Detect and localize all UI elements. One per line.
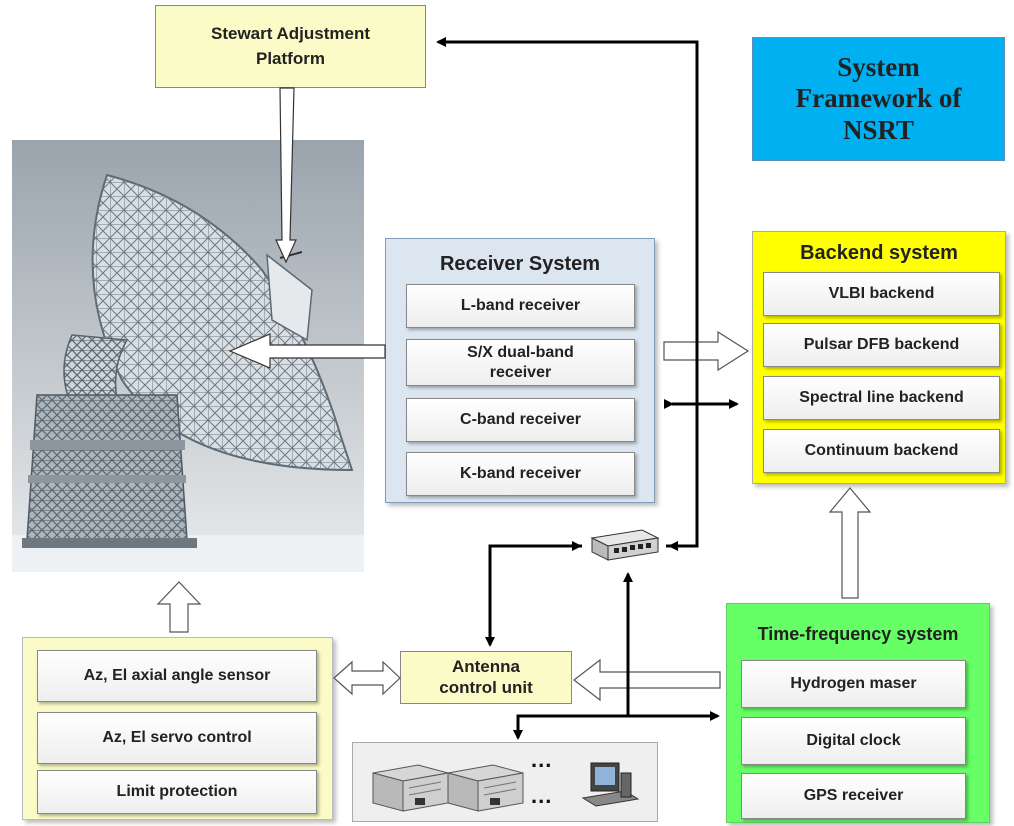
time-frequency-panel: Time-frequency system Hydrogen maser Dig… (726, 603, 990, 823)
limit-protection-label: Limit protection (116, 783, 238, 801)
axial-angle-sensor: Az, El axial angle sensor (37, 650, 317, 702)
acu-line-2: control unit (439, 677, 533, 697)
limit-protection: Limit protection (37, 770, 317, 814)
network-switch-icon (584, 526, 664, 566)
antenna-control-unit: Antenna control unit (400, 651, 572, 704)
k-band-receiver: K-band receiver (406, 452, 635, 496)
acu-antenna-double-arrow (333, 660, 401, 696)
stewart-line-1: Stewart Adjustment (210, 23, 370, 43)
switch-to-acu-line (485, 544, 582, 647)
pulsar-dfb-backend: Pulsar DFB backend (763, 323, 1000, 367)
hydrogen-maser: Hydrogen maser (741, 660, 966, 708)
radio-telescope-drawing (12, 173, 364, 572)
backend-system-header: Backend system (800, 242, 958, 264)
sx-dual-band-receiver: S/X dual-band receiver (406, 339, 635, 386)
switch-to-stewart-line (436, 37, 699, 548)
receiver-system-header: Receiver System (439, 253, 601, 275)
stewart-to-dish-arrow (275, 87, 297, 264)
continuum-backend-label: Continuum backend (804, 442, 959, 460)
tf-to-backend-arrow (828, 487, 872, 599)
workstation-icon (581, 762, 640, 807)
servo-control-label: Az, El servo control (102, 729, 252, 747)
digital-clock-label: Digital clock (806, 732, 901, 750)
server-icon (372, 764, 449, 812)
pulsar-dfb-backend-label: Pulsar DFB backend (803, 336, 960, 354)
c-band-receiver: C-band receiver (406, 398, 635, 442)
antenna-subsystem-panel: Az, El axial angle sensor Az, El servo c… (22, 637, 333, 820)
gps-receiver-label: GPS receiver (803, 787, 904, 805)
acu-line-1: Antenna (451, 657, 520, 677)
computers-drawing (372, 762, 640, 812)
l-band-receiver: L-band receiver (406, 284, 635, 328)
stewart-line-2: Platform (256, 48, 325, 68)
receiver-system-panel: Receiver System L-band receiver S/X dual… (385, 238, 655, 503)
vlbi-backend-label: VLBI backend (828, 285, 935, 303)
hydrogen-maser-label: Hydrogen maser (790, 675, 917, 693)
title-line-2: Framework of (795, 83, 962, 114)
servo-control: Az, El servo control (37, 712, 317, 764)
k-band-receiver-label: K-band receiver (460, 465, 581, 483)
server-icon (447, 764, 524, 812)
radio-telescope-photo (12, 140, 364, 572)
sx-receiver-label-1: S/X dual-band (467, 344, 574, 362)
l-band-receiver-label: L-band receiver (460, 297, 581, 315)
digital-clock: Digital clock (741, 717, 966, 765)
title-line-1: System (837, 52, 920, 83)
gps-receiver: GPS receiver (741, 773, 966, 819)
c-band-receiver-label: C-band receiver (460, 411, 581, 429)
spectral-line-backend-label: Spectral line backend (799, 389, 964, 407)
backend-system-panel: Backend system VLBI backend Pulsar DFB b… (752, 231, 1006, 484)
tf-to-acu-arrow (573, 658, 721, 702)
sx-receiver-label-2: receiver (489, 363, 552, 381)
computers-panel: ... ... (352, 742, 658, 822)
bus-to-computers-line (513, 714, 628, 740)
diagram-title: System Framework of NSRT (752, 37, 1005, 161)
spectral-line-backend: Spectral line backend (763, 376, 1000, 420)
receiver-to-backend-arrow (663, 330, 750, 372)
continuum-backend: Continuum backend (763, 429, 1000, 473)
ellipsis-top: ... (531, 747, 553, 772)
title-line-3: NSRT (842, 114, 915, 145)
receiver-to-dish-arrow (228, 333, 386, 369)
axial-angle-sensor-label: Az, El axial angle sensor (83, 667, 271, 685)
antenna-to-dish-arrow (156, 581, 202, 633)
vlbi-backend: VLBI backend (763, 272, 1000, 316)
time-frequency-header: Time-frequency system (757, 624, 959, 644)
stewart-platform-box: Stewart Adjustment Platform (155, 5, 426, 88)
ellipsis-bottom: ... (531, 783, 553, 808)
